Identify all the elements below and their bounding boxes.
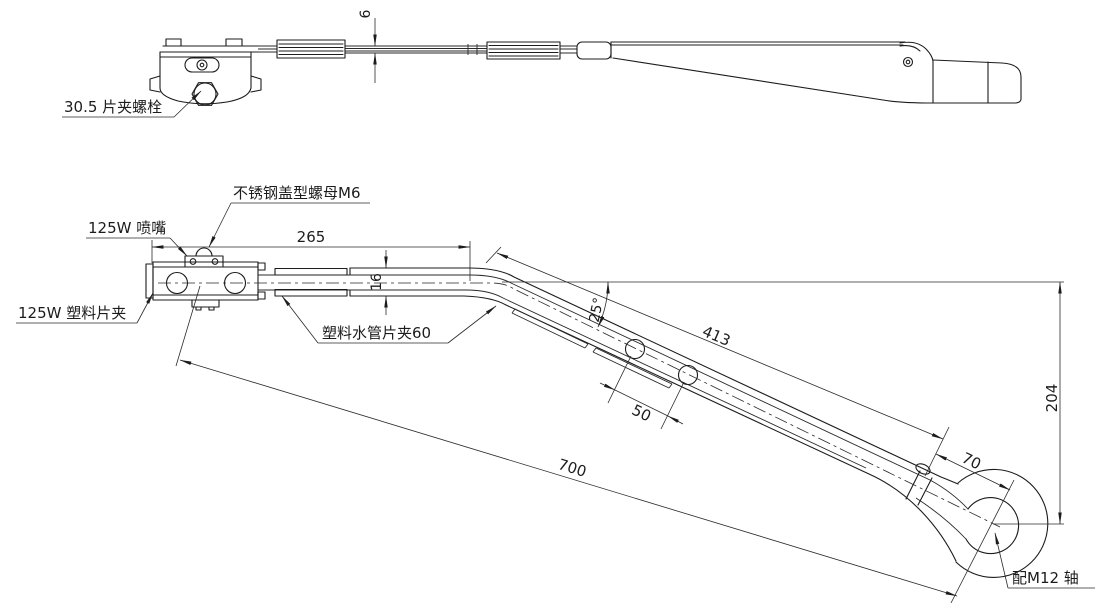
svg-text:125W 喷嘴: 125W 喷嘴 (88, 219, 166, 237)
labels: 30.5 片夹螺栓 不锈钢盖型螺母M6 125W 喷嘴 125W 塑料片夹 塑料… (16, 90, 1095, 589)
spray-nozzle (184, 247, 224, 268)
dim-bend-angle: 25° (587, 281, 610, 328)
dim-text-6: 6 (358, 9, 374, 18)
dim-height-drop: 204 (1043, 281, 1062, 525)
dim-text-265: 265 (297, 228, 326, 246)
label-cap-nut: 不锈钢盖型螺母M6 (208, 184, 370, 248)
inner-strip (258, 274, 969, 540)
label-pipe-clip: 塑料水管片夹60 (281, 295, 497, 344)
wiper-head-plan (145, 261, 266, 301)
arm-hole-2 (677, 364, 699, 386)
head-bottom-tab (191, 299, 220, 311)
centerline (158, 282, 1001, 528)
dim-upper-arm-length: 413 (496, 252, 944, 440)
dim-arm-section-height: 16 (369, 250, 388, 315)
extension-lines (151, 240, 1064, 604)
blade-strip (258, 44, 577, 55)
arm-hole-1 (624, 338, 646, 360)
clip-bolt-side (193, 82, 217, 106)
dim-text-700: 700 (556, 455, 589, 481)
wiper-head-side (149, 38, 262, 106)
dim-hole-spacing: 50 (599, 382, 684, 426)
label-shaft: 配M12 轴 (994, 532, 1095, 589)
label-clip-bolt: 30.5 片夹螺栓 (62, 90, 202, 118)
label-nozzle: 125W 喷嘴 (86, 219, 188, 257)
dim-text-413: 413 (700, 322, 733, 350)
dim-blade-thickness: 6 (358, 9, 377, 83)
dim-front-arm-length: 265 (151, 228, 471, 249)
svg-text:不锈钢盖型螺母M6: 不锈钢盖型螺母M6 (233, 184, 361, 202)
dim-text-50: 50 (629, 401, 654, 426)
arm-body-side (576, 41, 1022, 104)
dim-text-70: 70 (959, 449, 984, 474)
strip-sleeve-2 (486, 41, 561, 60)
svg-text:配M12 轴: 配M12 轴 (1012, 569, 1079, 587)
pivot-hole-side (902, 56, 914, 68)
top-view (149, 38, 1022, 106)
dimensions: 6 16 265 25° 413 50 (151, 9, 1064, 604)
svg-text:125W 塑料片夹: 125W 塑料片夹 (18, 304, 126, 322)
svg-text:30.5 片夹螺栓: 30.5 片夹螺栓 (64, 98, 162, 116)
arm-channel (349, 267, 959, 562)
dim-total-length: 700 (179, 359, 958, 597)
svg-text:塑料水管片夹60: 塑料水管片夹60 (322, 324, 431, 342)
strip-sleeve-1 (276, 39, 346, 59)
label-plastic-clip: 125W 塑料片夹 (16, 292, 154, 324)
band-clamp (905, 463, 933, 506)
dim-text-204: 204 (1043, 384, 1061, 413)
dim-text-16: 16 (369, 273, 385, 291)
pipe-clip-straight (274, 267, 348, 297)
